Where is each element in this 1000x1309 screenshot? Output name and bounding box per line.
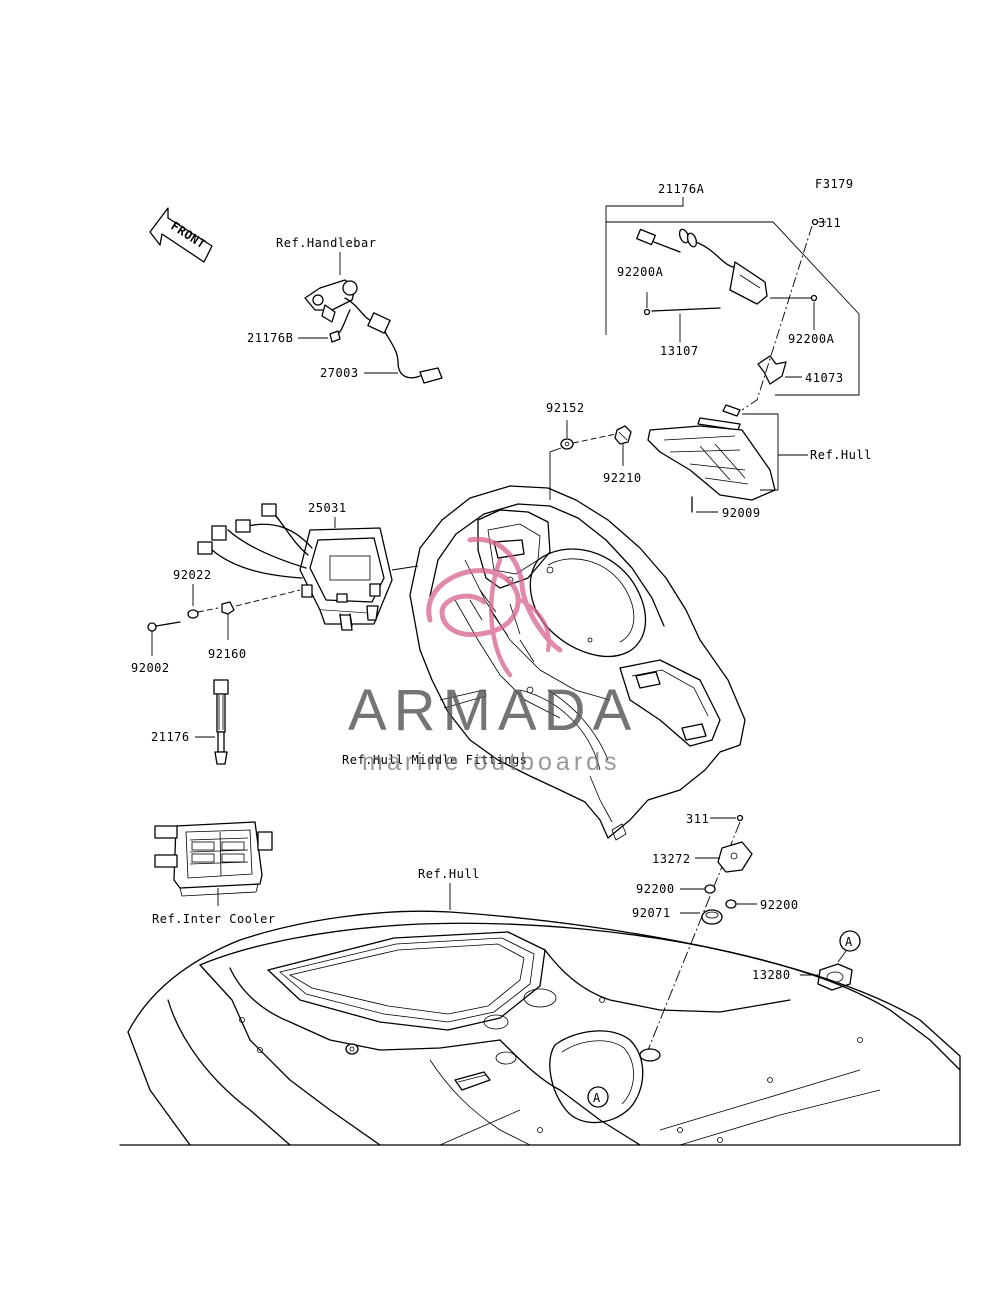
part-label-92022: 92022 [173,568,212,582]
part-label-21176A: 21176A [658,182,705,196]
part-label-92200A-left: 92200A [617,265,664,279]
washer-92200-right-icon [725,899,757,909]
part-label-27003: 27003 [320,366,359,380]
part-label-25031: 25031 [308,501,347,515]
part-label-92210: 92210 [603,471,642,485]
part-label-92009: 92009 [722,506,761,520]
part-label-21176: 21176 [151,730,190,744]
armada-logo-icon [426,536,563,678]
ref-hull-middle-fittings: Ref.Hull Middle Fittings [342,753,527,767]
ref-inter-cooler: Ref.Inter Cooler [152,912,276,926]
figure-code: F3179 [815,177,854,191]
part-label-92200-right: 92200 [760,898,799,912]
switch-harness-icon [298,279,443,384]
meter-25031-icon [299,527,393,631]
part-label-92071: 92071 [632,906,671,920]
screw-92002-icon [147,589,301,656]
cap-92071-icon [680,909,723,925]
lower-hull-icon [119,910,961,1146]
ref-hull-bottom: Ref.Hull [418,867,480,881]
group-box-21176A [605,197,860,396]
front-arrow-icon: FRONT [149,207,213,263]
washer-92200-left-icon [680,884,716,894]
part-label-92002: 92002 [131,661,170,675]
part-label-311-bottom: 311 [686,812,709,826]
part-label-92200A-right: 92200A [788,332,835,346]
part-label-21176B: 21176B [247,331,293,345]
marker-a-bottom-icon: A [587,1086,609,1108]
washer-92152-icon [549,420,617,500]
ref-hull-top: Ref.Hull [810,448,872,462]
plate-13280-icon [800,963,853,991]
sensor-21176A-icon [636,218,826,342]
plate-13272-icon [695,841,753,873]
nut-92210-icon [614,425,632,466]
watermark-title: ARMADA [348,678,638,743]
part-label-41073: 41073 [805,371,844,385]
part-label-92200-left: 92200 [636,882,675,896]
part-label-92160: 92160 [208,647,247,661]
watermark-subtitle: marine outboards [362,748,621,776]
bracket-ref-hull-icon [647,404,808,513]
part-label-13272: 13272 [652,852,691,866]
marker-a-top-text: A [845,935,853,949]
clip-41073-icon [757,355,802,385]
part-label-92152: 92152 [546,401,585,415]
ref-handlebar: Ref.Handlebar [276,236,376,250]
part-label-13107: 13107 [660,344,699,358]
part-label-13280: 13280 [752,968,791,982]
marker-a-bottom-text: A [593,1091,601,1105]
inter-cooler-icon [154,821,273,906]
wire-harness-icon [197,503,419,579]
sensor-21176-icon [195,679,229,765]
marker-a-top-icon: A [837,930,861,963]
hull-middle-fittings-icon [409,485,746,841]
part-label-311-top: 311 [818,216,841,230]
